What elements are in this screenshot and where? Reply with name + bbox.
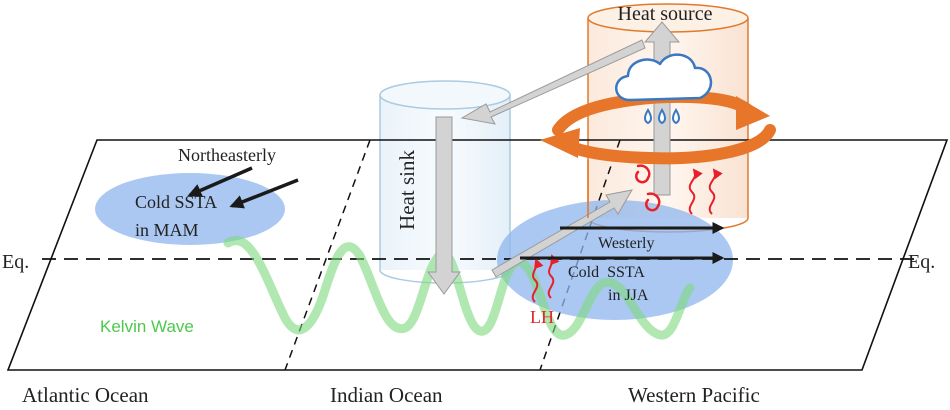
kelvin-wave: [223, 236, 695, 340]
indian-ocean-label: Indian Ocean: [330, 383, 443, 407]
cold-ssta-jja-label-2: in JJA: [608, 287, 649, 304]
westerly-arrows: [520, 222, 725, 264]
upper-level-arrow: [460, 39, 646, 125]
heat-sink-label: Heat sink: [395, 150, 419, 230]
cold-ssta-jja-label-1: Cold SSTA: [568, 264, 645, 281]
atlantic-ocean-label: Atlantic Ocean: [22, 383, 149, 407]
low-level-arrow: [491, 189, 633, 278]
cloud-rain-icon: [615, 53, 713, 125]
latent-heat-label: LH: [530, 307, 554, 327]
northeasterly-arrows: [187, 166, 299, 209]
cold-ssta-mam-label-2: in MAM: [135, 220, 199, 240]
cold-ssta-jja-patch: [497, 200, 733, 320]
kelvin-wave-label: Kelvin Wave: [100, 317, 194, 336]
latent-heat-arrows: [531, 168, 723, 303]
typhoon-icon: [635, 164, 661, 212]
northeasterly-label: Northeasterly: [178, 145, 276, 165]
westerly-label: Westerly: [598, 235, 654, 252]
equator-label-right: Eq.: [908, 251, 935, 273]
cold-ssta-mam-label-1: Cold SSTA: [135, 192, 217, 212]
western-pacific-label: Western Pacific: [628, 383, 760, 407]
descending-arrow: [427, 116, 461, 295]
equator-label-left: Eq.: [2, 251, 29, 273]
cold-ssta-mam-patch: [95, 173, 285, 245]
heat-source-label: Heat source: [618, 3, 713, 25]
